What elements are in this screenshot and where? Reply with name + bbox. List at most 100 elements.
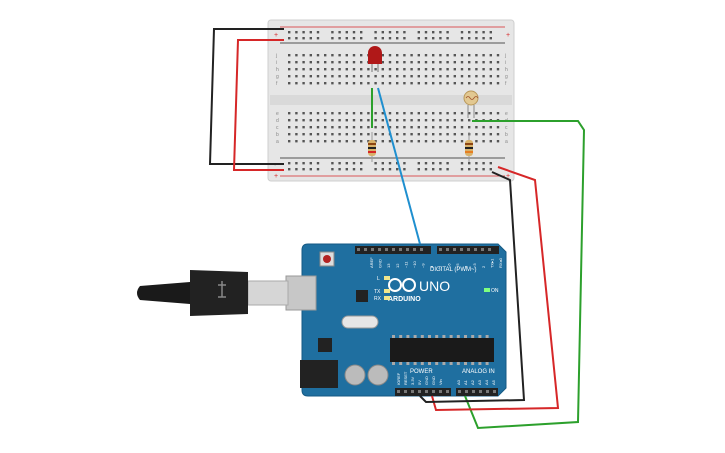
- breadboard-hole[interactable]: [496, 126, 500, 129]
- header-pin[interactable]: [371, 248, 374, 251]
- breadboard-hole[interactable]: [446, 82, 449, 85]
- breadboard-hole[interactable]: [475, 61, 478, 64]
- breadboard-hole[interactable]: [460, 126, 464, 129]
- breadboard-hole[interactable]: [302, 126, 305, 129]
- breadboard-hole[interactable]: [417, 82, 420, 85]
- breadboard-rail-hole[interactable]: [360, 37, 363, 40]
- breadboard-rail-hole[interactable]: [309, 31, 312, 34]
- breadboard-hole[interactable]: [410, 68, 413, 71]
- wire-red-rail-jumper[interactable]: [232, 39, 284, 171]
- breadboard-hole[interactable]: [367, 119, 370, 122]
- header-pin[interactable]: [481, 248, 484, 251]
- breadboard-hole[interactable]: [460, 68, 464, 71]
- breadboard-hole[interactable]: [439, 112, 442, 115]
- breadboard-rail-hole[interactable]: [288, 168, 291, 171]
- breadboard-hole[interactable]: [417, 61, 420, 64]
- breadboard-hole[interactable]: [446, 75, 449, 78]
- breadboard-rail-hole[interactable]: [460, 37, 464, 40]
- wire-black-rail-jumper[interactable]: [208, 28, 284, 165]
- breadboard-hole[interactable]: [453, 82, 456, 85]
- breadboard-hole[interactable]: [309, 75, 312, 78]
- breadboard-hole[interactable]: [381, 133, 384, 136]
- breadboard-hole[interactable]: [468, 119, 471, 122]
- breadboard-rail-hole[interactable]: [460, 168, 464, 171]
- breadboard-hole[interactable]: [388, 140, 392, 143]
- breadboard-rail-hole[interactable]: [309, 162, 312, 165]
- breadboard-hole[interactable]: [374, 75, 377, 78]
- header-pin[interactable]: [420, 248, 423, 251]
- breadboard-hole[interactable]: [482, 126, 485, 129]
- breadboard-rail-hole[interactable]: [468, 168, 471, 171]
- breadboard-hole[interactable]: [482, 112, 485, 115]
- breadboard-hole[interactable]: [381, 126, 384, 129]
- breadboard-hole[interactable]: [475, 82, 478, 85]
- breadboard-hole[interactable]: [374, 140, 377, 143]
- breadboard-hole[interactable]: [367, 140, 370, 143]
- breadboard-hole[interactable]: [345, 112, 348, 115]
- breadboard-hole[interactable]: [367, 82, 370, 85]
- breadboard-hole[interactable]: [439, 126, 442, 129]
- breadboard-hole[interactable]: [489, 140, 492, 143]
- breadboard-hole[interactable]: [324, 133, 327, 136]
- breadboard-hole[interactable]: [338, 68, 341, 71]
- breadboard-hole[interactable]: [309, 112, 312, 115]
- header-pin[interactable]: [446, 390, 449, 393]
- breadboard-hole[interactable]: [374, 68, 377, 71]
- breadboard-rail-hole[interactable]: [316, 37, 320, 40]
- breadboard-rail-hole[interactable]: [388, 31, 392, 34]
- breadboard-hole[interactable]: [432, 82, 435, 85]
- breadboard-hole[interactable]: [403, 82, 406, 85]
- breadboard-rail-hole[interactable]: [302, 31, 305, 34]
- breadboard-hole[interactable]: [331, 140, 334, 143]
- breadboard-hole[interactable]: [403, 61, 406, 64]
- breadboard-hole[interactable]: [316, 68, 320, 71]
- breadboard-rail-hole[interactable]: [489, 162, 492, 165]
- header-pin[interactable]: [404, 390, 407, 393]
- resistor-led[interactable]: [368, 132, 376, 162]
- breadboard-hole[interactable]: [403, 140, 406, 143]
- breadboard-hole[interactable]: [417, 75, 420, 78]
- breadboard-hole[interactable]: [496, 133, 500, 136]
- breadboard-hole[interactable]: [324, 126, 327, 129]
- breadboard-hole[interactable]: [381, 112, 384, 115]
- breadboard-hole[interactable]: [352, 133, 356, 136]
- breadboard-hole[interactable]: [360, 112, 363, 115]
- breadboard-rail-hole[interactable]: [468, 162, 471, 165]
- header-pin[interactable]: [413, 248, 416, 251]
- breadboard-hole[interactable]: [403, 75, 406, 78]
- header-pin[interactable]: [467, 248, 470, 251]
- breadboard-hole[interactable]: [360, 61, 363, 64]
- breadboard-hole[interactable]: [360, 126, 363, 129]
- breadboard-hole[interactable]: [396, 61, 399, 64]
- breadboard-rail-hole[interactable]: [446, 168, 449, 171]
- breadboard-hole[interactable]: [324, 119, 327, 122]
- header-pin[interactable]: [439, 390, 442, 393]
- breadboard-hole[interactable]: [453, 75, 456, 78]
- breadboard-rail-hole[interactable]: [388, 37, 392, 40]
- breadboard-hole[interactable]: [388, 126, 392, 129]
- breadboard-rail-hole[interactable]: [475, 37, 478, 40]
- header-pin[interactable]: [488, 248, 491, 251]
- breadboard-hole[interactable]: [288, 61, 291, 64]
- breadboard-hole[interactable]: [316, 119, 320, 122]
- breadboard-hole[interactable]: [288, 112, 291, 115]
- breadboard-hole[interactable]: [446, 119, 449, 122]
- header-pin[interactable]: [399, 248, 402, 251]
- breadboard-hole[interactable]: [367, 75, 370, 78]
- breadboard-hole[interactable]: [432, 112, 435, 115]
- breadboard-hole[interactable]: [295, 68, 298, 71]
- usb-cable[interactable]: [137, 270, 289, 316]
- breadboard-hole[interactable]: [338, 82, 341, 85]
- breadboard-hole[interactable]: [331, 61, 334, 64]
- breadboard-hole[interactable]: [367, 112, 370, 115]
- breadboard-hole[interactable]: [446, 61, 449, 64]
- breadboard-hole[interactable]: [432, 75, 435, 78]
- breadboard-hole[interactable]: [360, 82, 363, 85]
- breadboard-hole[interactable]: [288, 140, 291, 143]
- breadboard-rail-hole[interactable]: [352, 168, 356, 171]
- breadboard-hole[interactable]: [496, 68, 500, 71]
- breadboard-rail-hole[interactable]: [482, 162, 485, 165]
- breadboard-hole[interactable]: [295, 140, 298, 143]
- breadboard-hole[interactable]: [424, 119, 428, 122]
